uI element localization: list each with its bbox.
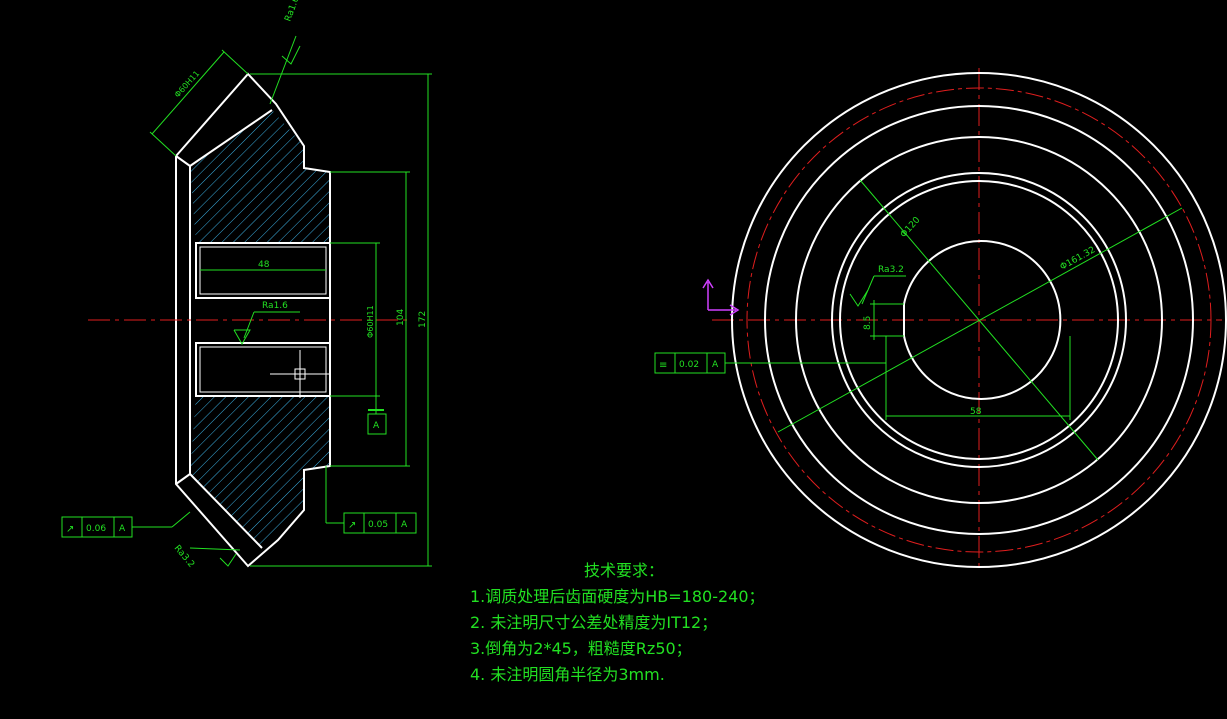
keyway-inner-bottom bbox=[199, 346, 327, 393]
tol-right-symbol: ↗ bbox=[348, 520, 356, 531]
ucs-icon bbox=[702, 278, 740, 316]
face-circle bbox=[795, 136, 1163, 504]
outer-circle bbox=[731, 72, 1227, 568]
note-item-2: 2. 未注明尺寸公差处精度为IT12； bbox=[470, 613, 718, 632]
gear-end-view: Φ120 Φ161.32 8.5 58 Ra3.2 ≡ 0.02 A bbox=[654, 68, 1227, 572]
dim-large-dia-text: 172 bbox=[418, 311, 428, 328]
note-item-1: 1.调质处理后齿面硬度为HB=180-240； bbox=[470, 587, 765, 606]
tolerance-frame-right bbox=[325, 466, 417, 534]
dim-key-width-text: 58 bbox=[970, 407, 982, 417]
roughness-symbol-end bbox=[849, 275, 906, 307]
tol-right-datum: A bbox=[401, 520, 408, 530]
gear-section-view: 48 104 172 Φ60H11 A bbox=[61, 0, 432, 570]
tol-left-datum: A bbox=[119, 524, 126, 534]
pitch-circle bbox=[746, 87, 1212, 553]
cursor-crosshair bbox=[270, 350, 330, 398]
dim-large-dia bbox=[250, 73, 432, 567]
technical-requirements: 技术要求： 1.调质处理后齿面硬度为HB=180-240； 2. 未注明尺寸公差… bbox=[470, 558, 765, 688]
construction-lines bbox=[777, 179, 1183, 461]
tol-left-value: 0.06 bbox=[86, 524, 106, 534]
roughness-top-text: Ra1.6 bbox=[283, 0, 301, 23]
lower-hatch bbox=[190, 396, 330, 548]
tol-left-symbol: ↗ bbox=[66, 524, 74, 535]
hub-circle-outer bbox=[831, 172, 1127, 468]
keyway-top bbox=[195, 242, 331, 299]
roughness-symbol-tooth bbox=[189, 547, 241, 567]
dim-bore-fit-text: Φ60H11 bbox=[366, 305, 375, 338]
dim-small-dia-text: 104 bbox=[396, 309, 406, 326]
tol-end-value: 0.02 bbox=[679, 360, 699, 370]
roughness-symbol-top bbox=[269, 35, 301, 105]
tol-right-value: 0.05 bbox=[368, 520, 388, 530]
root-circle bbox=[764, 105, 1194, 535]
dim-bore-length-text: 48 bbox=[258, 260, 270, 270]
upper-hatch bbox=[190, 110, 330, 243]
roughness-bore-text: Ra1.6 bbox=[262, 301, 288, 311]
tolerance-frame-left bbox=[61, 511, 191, 538]
datum-symbol bbox=[367, 396, 387, 435]
bore-with-keyway bbox=[903, 240, 1062, 400]
dim-top-face bbox=[149, 49, 249, 157]
roughness-symbol-bore bbox=[233, 311, 300, 346]
tolerance-frame-end bbox=[654, 352, 886, 374]
keyway-bottom bbox=[195, 342, 331, 397]
dim-pitch-dia-text: Φ161.32 bbox=[1059, 245, 1098, 272]
notes-title: 技术要求： bbox=[584, 561, 665, 580]
hub-circle-inner bbox=[839, 180, 1119, 460]
dim-bore-fit bbox=[330, 242, 380, 397]
dim-small-dia bbox=[330, 171, 410, 467]
tol-end-symbol: ≡ bbox=[659, 360, 667, 371]
roughness-tooth-text: Ra3.2 bbox=[172, 544, 196, 570]
datum-label: A bbox=[373, 421, 380, 431]
note-item-4: 4. 未注明圆角半径为3mm. bbox=[470, 665, 665, 684]
dim-hub-dia-text: Φ120 bbox=[899, 215, 923, 240]
note-item-3: 3.倒角为2*45，粗糙度Rz50； bbox=[470, 639, 692, 658]
tol-end-datum: A bbox=[712, 360, 719, 370]
roughness-end-text: Ra3.2 bbox=[878, 265, 904, 275]
dim-key-depth-text: 8.5 bbox=[863, 316, 873, 330]
